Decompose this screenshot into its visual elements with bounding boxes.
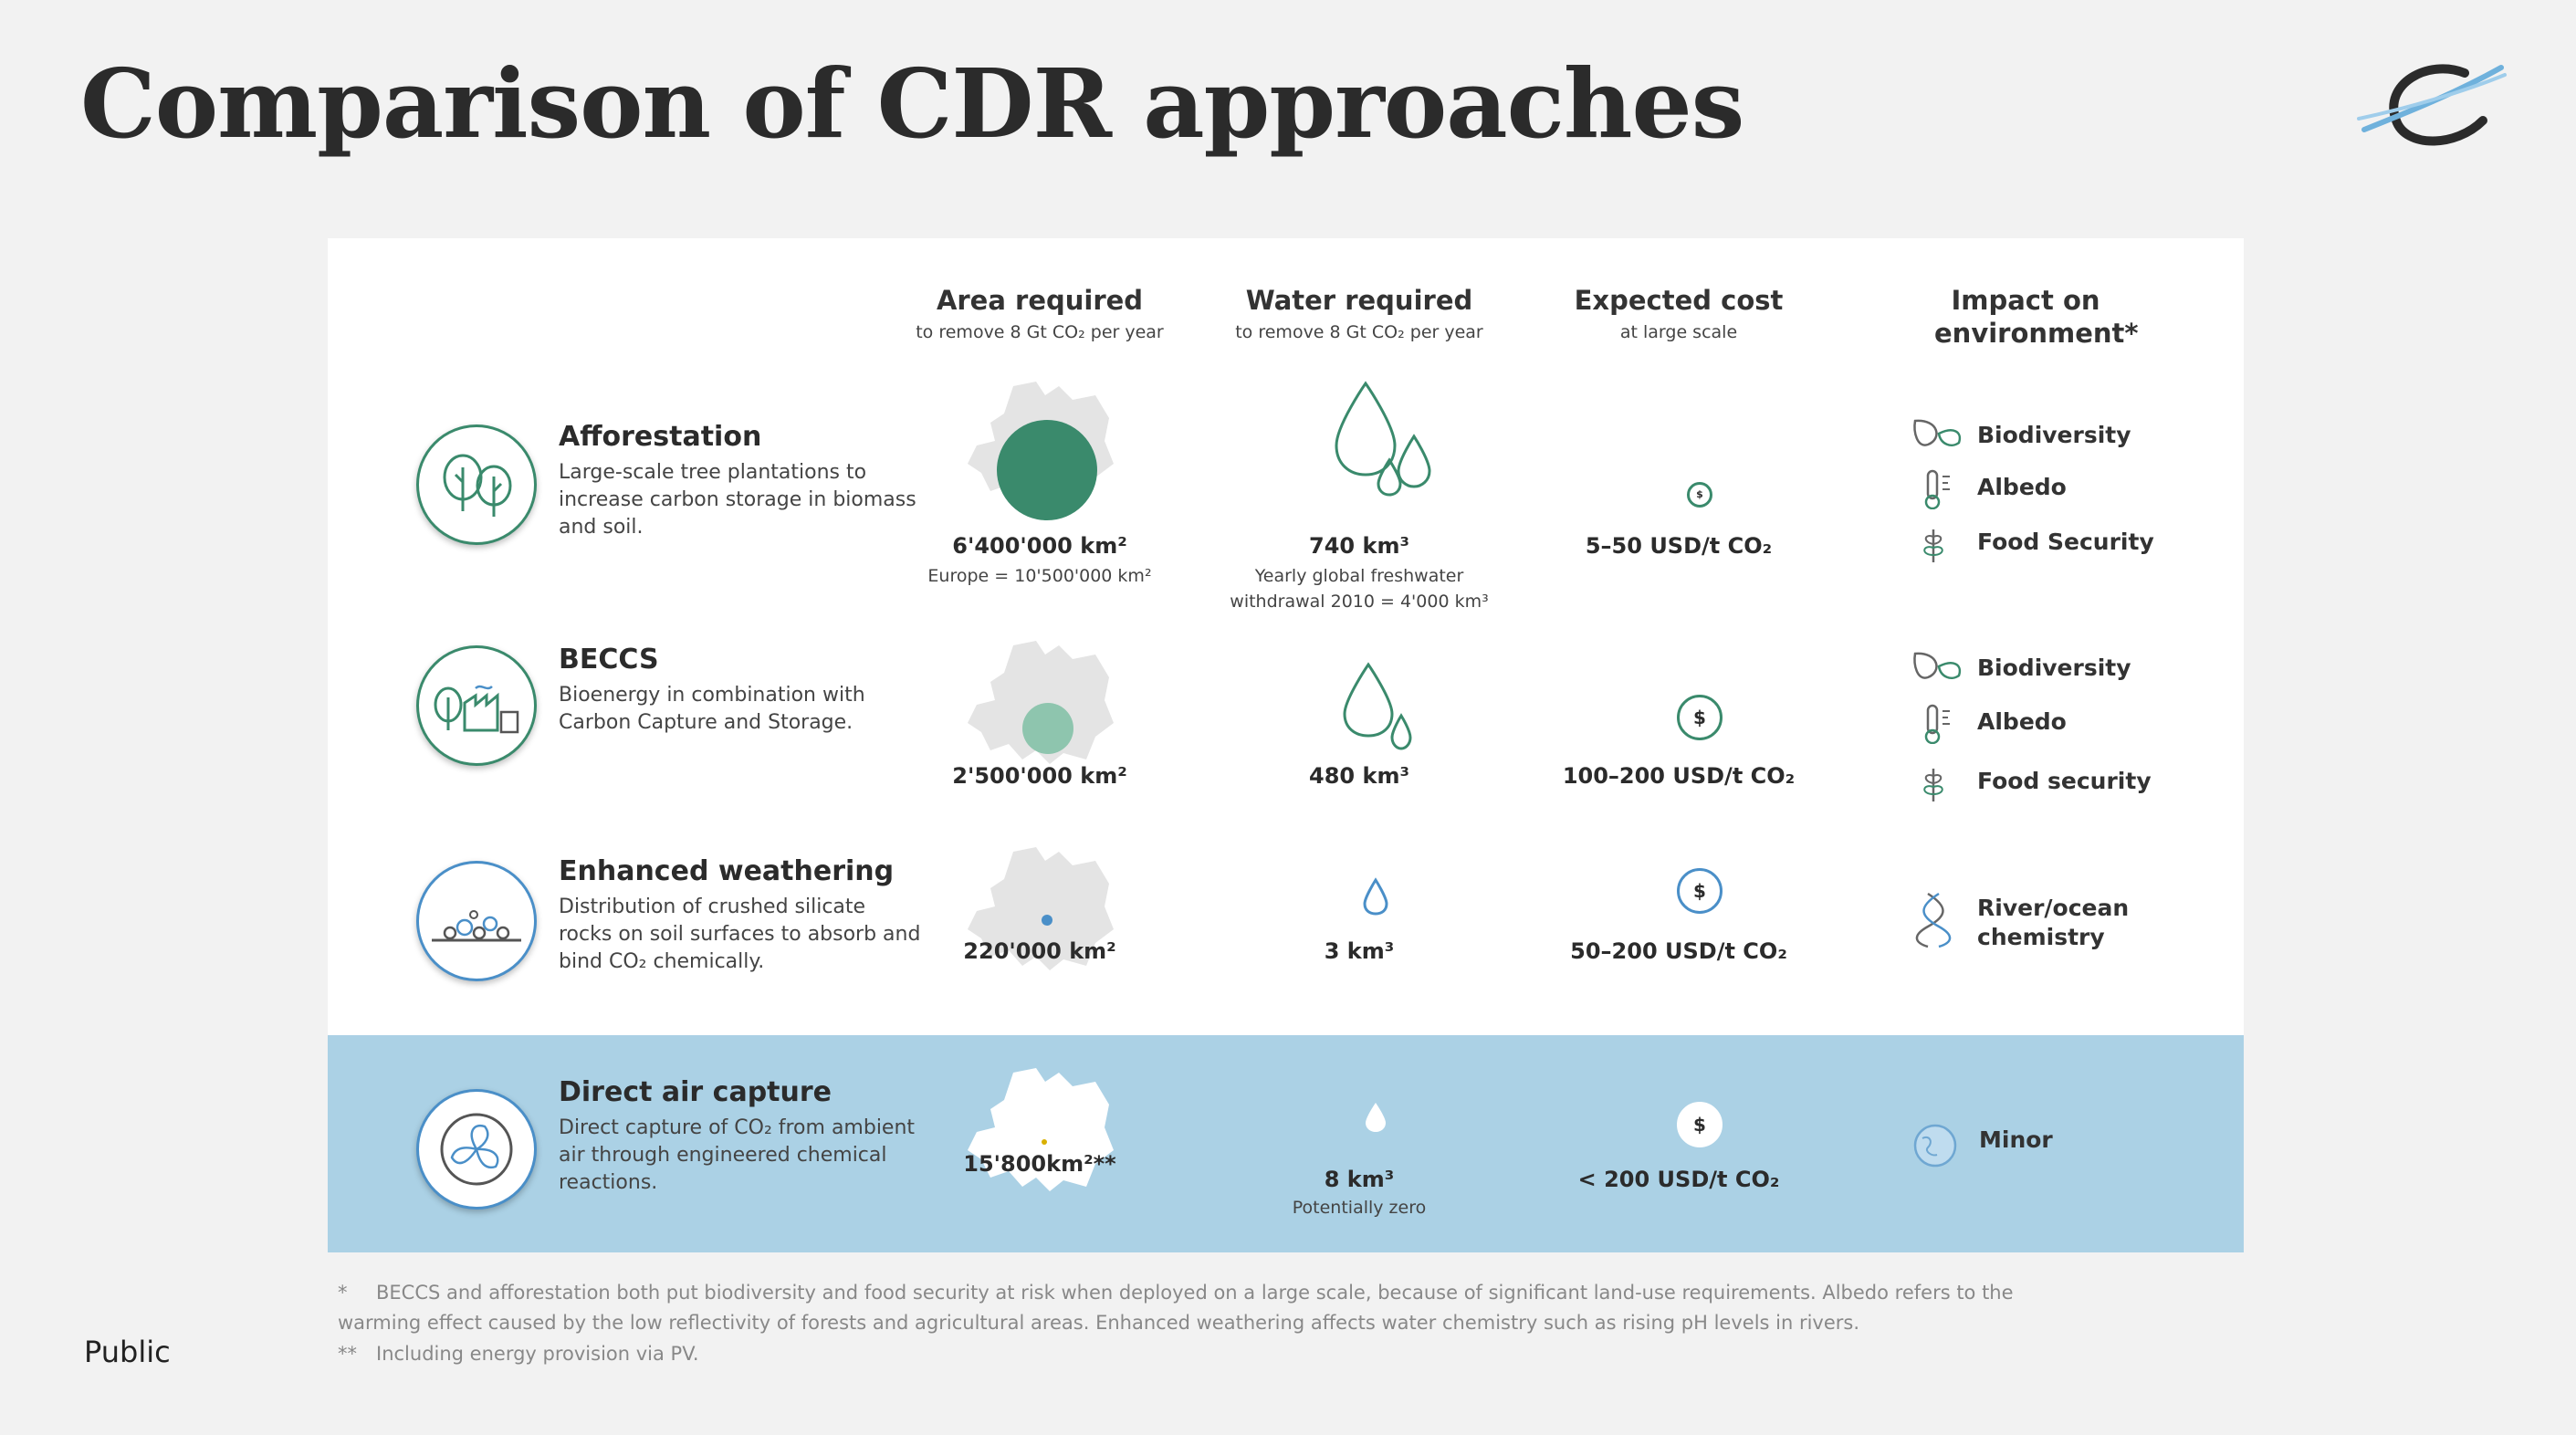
col-area-header: Area required to remove 8 Gt CO₂ per yea… bbox=[916, 285, 1164, 342]
dollar-coin-icon: $ bbox=[1677, 1102, 1723, 1147]
water-note-afforestation: Yearly global freshwater withdrawal 2010… bbox=[1230, 566, 1489, 612]
direct-air-capture-icon bbox=[416, 1089, 537, 1210]
water-note-direct-air-capture: Potentially zero bbox=[1292, 1198, 1427, 1218]
footnote-1: *BECCS and afforestation both put biodiv… bbox=[338, 1278, 2036, 1338]
company-logo bbox=[2357, 64, 2507, 146]
wheat-icon bbox=[1923, 769, 1943, 801]
thermometer-icon bbox=[1924, 469, 1950, 509]
direct-air-capture-description: Direct capture of CO₂ from ambient air t… bbox=[559, 1116, 916, 1194]
wheat-icon bbox=[1923, 529, 1943, 562]
enhanced-weathering-icon bbox=[416, 861, 537, 981]
area-direct-air-capture: 15'800km²** bbox=[963, 1151, 1116, 1177]
area-beccs: 2'500'000 km² bbox=[952, 763, 1127, 789]
leaf-icon bbox=[1913, 652, 1962, 679]
water-drop-icon bbox=[1366, 1103, 1386, 1132]
footnote-1-mark: * bbox=[338, 1282, 348, 1304]
col-impact-header: Impact on environment* bbox=[1934, 285, 2139, 349]
col-water-header: Water required to remove 8 Gt CO₂ per ye… bbox=[1235, 285, 1483, 342]
afforestation-icon bbox=[416, 424, 537, 545]
beccs-text: BECCS Bioenergy in combination with Carb… bbox=[559, 644, 924, 737]
enhanced-weathering-description: Distribution of crushed silicate rocks o… bbox=[559, 896, 921, 973]
cost-beccs: 100–200 USD/t CO₂ bbox=[1562, 763, 1796, 789]
cost-direct-air-capture: < 200 USD/t CO₂ bbox=[1577, 1167, 1780, 1192]
dollar-coin-icon: $ bbox=[1687, 482, 1712, 508]
water-afforestation: 740 km³ bbox=[1309, 533, 1409, 559]
water-drop-icon bbox=[1343, 662, 1412, 750]
europe-map-icon bbox=[968, 1068, 1114, 1191]
cost-afforestation: 5–50 USD/t CO₂ bbox=[1585, 533, 1773, 559]
beccs-icon bbox=[416, 645, 537, 766]
footnote-2-text: Including energy provision via PV. bbox=[376, 1343, 699, 1365]
dollar-coin-icon: $ bbox=[1677, 868, 1723, 914]
enhanced-weathering-name: Enhanced weathering bbox=[559, 855, 895, 887]
water-drop-icon bbox=[1335, 381, 1431, 497]
area-circle-enhanced-weathering bbox=[1042, 915, 1052, 926]
afforestation-name: Afforestation bbox=[559, 421, 762, 453]
enhanced-weathering-text: Enhanced weathering Distribution of crus… bbox=[559, 855, 924, 976]
water-beccs: 480 km³ bbox=[1309, 763, 1409, 789]
water-drop-icon bbox=[1363, 877, 1388, 916]
cost-enhanced-weathering: 50–200 USD/t CO₂ bbox=[1570, 938, 1787, 964]
dna-helix-icon bbox=[1915, 892, 1952, 948]
footnote-2: ** Including energy provision via PV. bbox=[338, 1339, 2036, 1369]
area-note-afforestation: Europe = 10'500'000 km² bbox=[927, 566, 1152, 586]
beccs-description: Bioenergy in combination with Carbon Cap… bbox=[559, 684, 865, 734]
water-direct-air-capture: 8 km³ bbox=[1324, 1167, 1395, 1192]
water-enhanced-weathering: 3 km³ bbox=[1324, 938, 1395, 964]
col-cost-header: Expected cost at large scale bbox=[1574, 285, 1784, 342]
beccs-name: BECCS bbox=[559, 644, 659, 676]
area-circle-afforestation bbox=[997, 420, 1097, 520]
area-circle-beccs bbox=[1022, 703, 1073, 754]
afforestation-text: Afforestation Large-scale tree plantatio… bbox=[559, 421, 924, 541]
area-circle-direct-air-capture bbox=[1042, 1139, 1047, 1145]
page-title: Comparison of CDR approaches bbox=[80, 47, 1744, 160]
area-enhanced-weathering: 220'000 km² bbox=[963, 938, 1116, 964]
comparison-table: Area required to remove 8 Gt CO₂ per yea… bbox=[328, 238, 2244, 1252]
afforestation-description: Large-scale tree plantations to increase… bbox=[559, 461, 916, 539]
area-afforestation: 6'400'000 km² bbox=[952, 533, 1127, 559]
direct-air-capture-name: Direct air capture bbox=[559, 1076, 832, 1108]
footnote-2-mark: ** bbox=[338, 1343, 357, 1365]
footnote-1-text: BECCS and afforestation both put biodive… bbox=[338, 1282, 2014, 1334]
direct-air-capture-text: Direct air capture Direct capture of CO₂… bbox=[559, 1076, 942, 1197]
globe-icon bbox=[1913, 1124, 1957, 1168]
classification-label: Public bbox=[84, 1335, 171, 1369]
europe-map-icon bbox=[968, 847, 1114, 970]
dollar-coin-icon: $ bbox=[1677, 695, 1723, 740]
leaf-icon bbox=[1913, 419, 1962, 446]
thermometer-icon bbox=[1924, 704, 1950, 744]
europe-map-icon bbox=[968, 641, 1114, 764]
